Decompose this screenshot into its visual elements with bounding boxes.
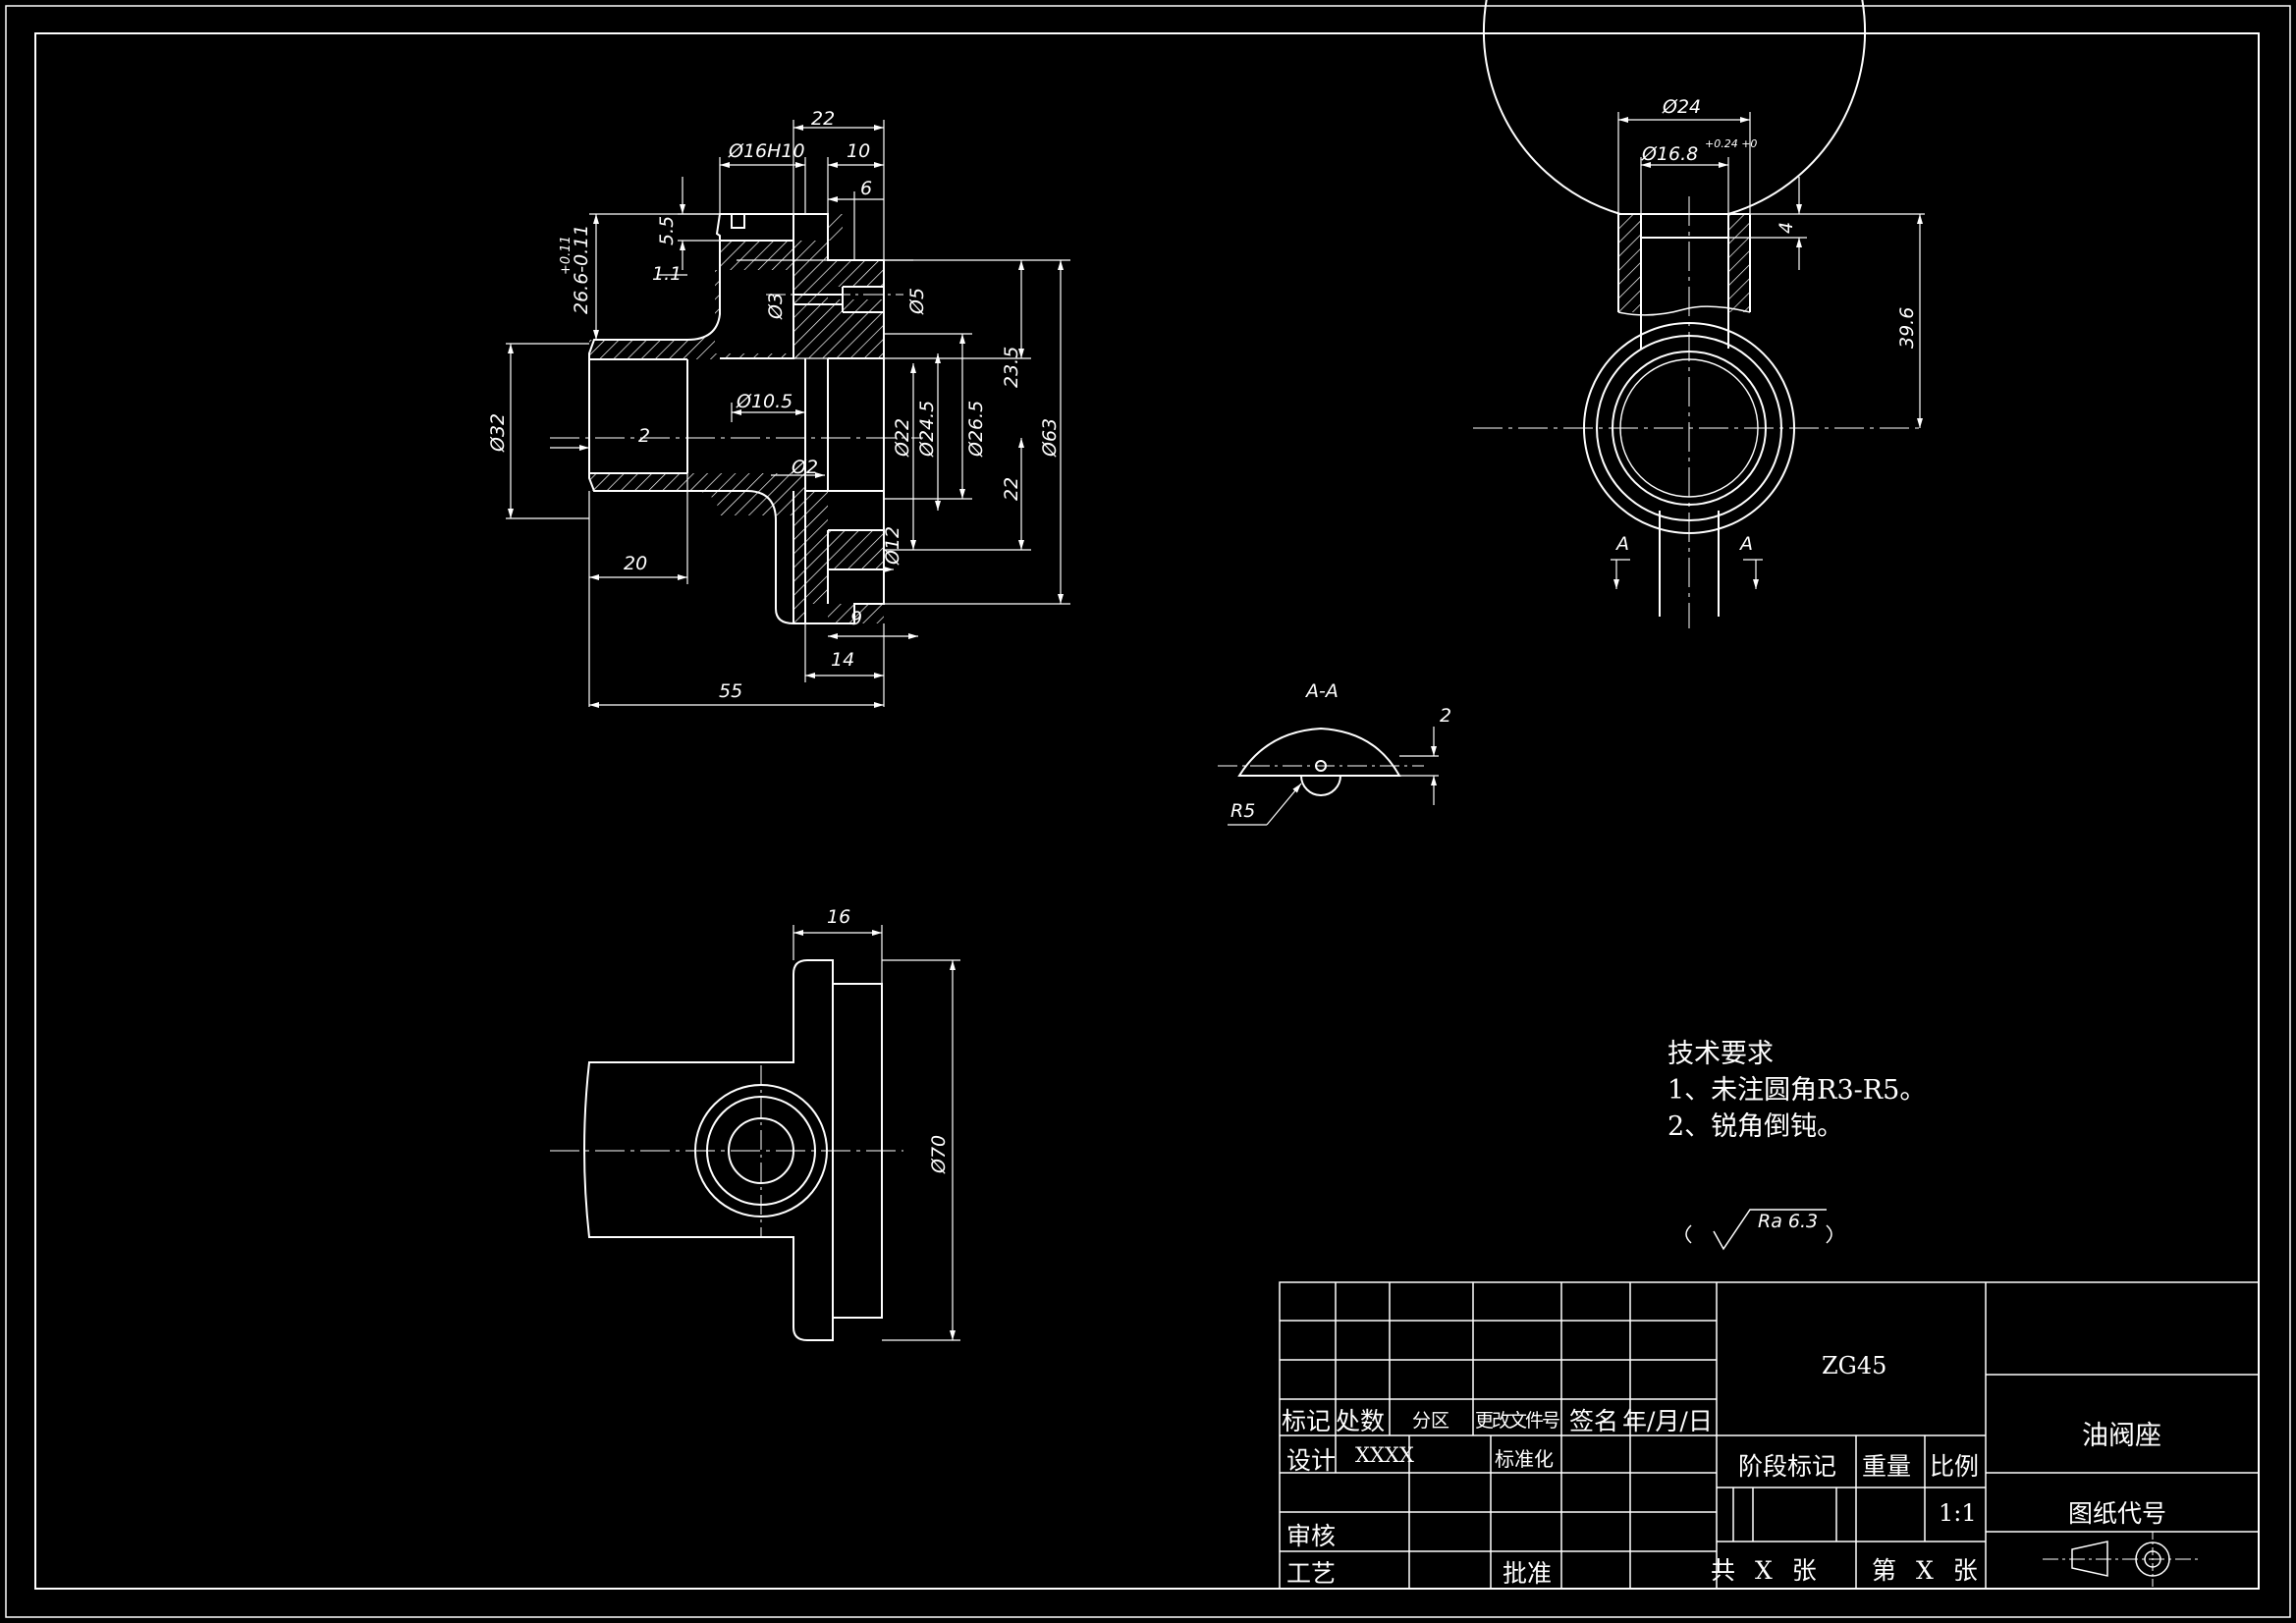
side-slot-hatch-left [1618,214,1641,312]
svg-text:R5: R5 [1230,800,1255,822]
designer-name: XXXX [1355,1443,1414,1467]
header-mark: 标记 [1282,1407,1332,1435]
header-signature: 签名 [1569,1407,1619,1435]
svg-text:22: 22 [811,108,835,130]
stage-label: 阶段标记 [1738,1452,1837,1481]
svg-text:A: A [1614,533,1629,555]
svg-text:39.6: 39.6 [1896,307,1918,349]
hatch-upper-shank [589,241,805,359]
svg-text:22: 22 [1001,477,1022,501]
front-dimensions [506,120,1070,708]
svg-text:Ø5: Ø5 [906,288,928,315]
side-dim-text: Ø24 Ø16.8 +0.24 +0 4 39.6 A A [1614,96,1918,555]
svg-text:Ø24: Ø24 [1662,96,1701,118]
side-view [1473,0,1925,628]
side-slot-hatch-right [1728,214,1750,312]
front-section-view [550,213,923,624]
section-aa-dims [1228,727,1439,826]
projection-symbol [2043,1532,2200,1587]
hatch-lower-right [828,604,884,623]
roughness-symbol [1685,1209,1832,1251]
svg-text:55: 55 [719,680,742,702]
svg-text:14: 14 [831,649,854,671]
side-dimensions [1611,112,1925,589]
svg-text:A-A: A-A [1304,680,1339,702]
hatch-top-flange [793,241,884,358]
svg-text:2: 2 [1440,705,1451,727]
svg-text:Ø32: Ø32 [487,413,509,453]
svg-text:Ø16.8: Ø16.8 [1641,143,1698,165]
svg-text:Ø63: Ø63 [1039,418,1061,458]
top-view [550,959,903,1341]
inner-frame [34,32,2260,1590]
drawing-no-label: 图纸代号 [2068,1499,2167,1528]
hatch-lower-shank [589,473,805,515]
roughness-label: Ra 6.3 [1758,1211,1818,1232]
svg-text:9: 9 [850,608,862,629]
material-label: ZG45 [1822,1352,1887,1380]
svg-text:Ø26.5: Ø26.5 [965,401,987,458]
hatch-lower-flange [805,491,884,604]
header-date: 年/月/日 [1622,1407,1713,1435]
svg-text:Ø16H10: Ø16H10 [728,140,805,162]
standardize-label: 标准化 [1495,1447,1554,1471]
svg-text:Ø10.5: Ø10.5 [736,391,793,412]
outer-border [5,5,2291,1618]
svg-text:6: 6 [860,178,872,199]
svg-text:Ø12: Ø12 [882,526,903,566]
part-name: 油阀座 [2082,1421,2161,1451]
weight-label: 重量 [1862,1452,1912,1481]
svg-text:2: 2 [638,425,650,447]
svg-text:Ø24.5: Ø24.5 [916,401,938,458]
svg-text:+0.24 +0: +0.24 +0 [1705,137,1757,150]
svg-text:10: 10 [847,140,870,162]
svg-text:Ø22: Ø22 [892,418,913,458]
svg-text:26.6-0.11: 26.6-0.11 [571,225,592,314]
section-aa-view [1218,727,1424,796]
sheet-number: 第 X 张 [1872,1556,1984,1585]
svg-text:Ø70: Ø70 [928,1135,950,1174]
section-aa-text: A-A R5 2 [1230,680,1451,822]
svg-text:4: 4 [1776,222,1797,234]
svg-text:1.1: 1.1 [652,263,682,285]
tech-req-title: 技术要求 [1667,1039,1774,1069]
svg-text:23.5: 23.5 [1001,347,1022,388]
technical-requirements: 技术要求 1、未注圆角R3-R5。 2、锐角倒钝。 [1667,1036,1926,1145]
title-block-lines [1279,1281,2260,1590]
top-dim-text: 16 Ø70 [827,906,950,1174]
hatch-pocket-wall [828,214,843,241]
header-zone: 分区 [1412,1410,1450,1432]
svg-text:5.5: 5.5 [656,216,678,245]
total-sheets: 共 X 张 [1711,1556,1823,1585]
review-label: 审核 [1286,1522,1337,1550]
header-count: 处数 [1336,1407,1386,1435]
svg-text:16: 16 [827,906,850,928]
svg-text:+0.11: +0.11 [559,236,574,275]
header-change-doc: 更改文件号 [1475,1410,1560,1432]
approve-label: 批准 [1503,1559,1553,1588]
process-label: 工艺 [1286,1559,1337,1588]
svg-text:Ø3: Ø3 [765,293,787,320]
svg-text:A: A [1738,533,1753,555]
hatch-left-bottom [793,515,805,623]
scale-value: 1:1 [1939,1499,1977,1527]
tech-req-item-1: 1、未注圆角R3-R5。 [1667,1075,1927,1106]
scale-label: 比例 [1930,1452,1980,1481]
design-label: 设计 [1286,1446,1337,1475]
front-dim-text: 22 10 6 Ø16H10 5.5 1.1 26.6-0.11 +0.11 Ø… [487,108,1061,702]
svg-text:Ø2: Ø2 [791,457,818,478]
svg-text:20: 20 [624,553,647,574]
tech-req-item-2: 2、锐角倒钝。 [1667,1111,1844,1142]
top-dimensions [793,925,960,1341]
